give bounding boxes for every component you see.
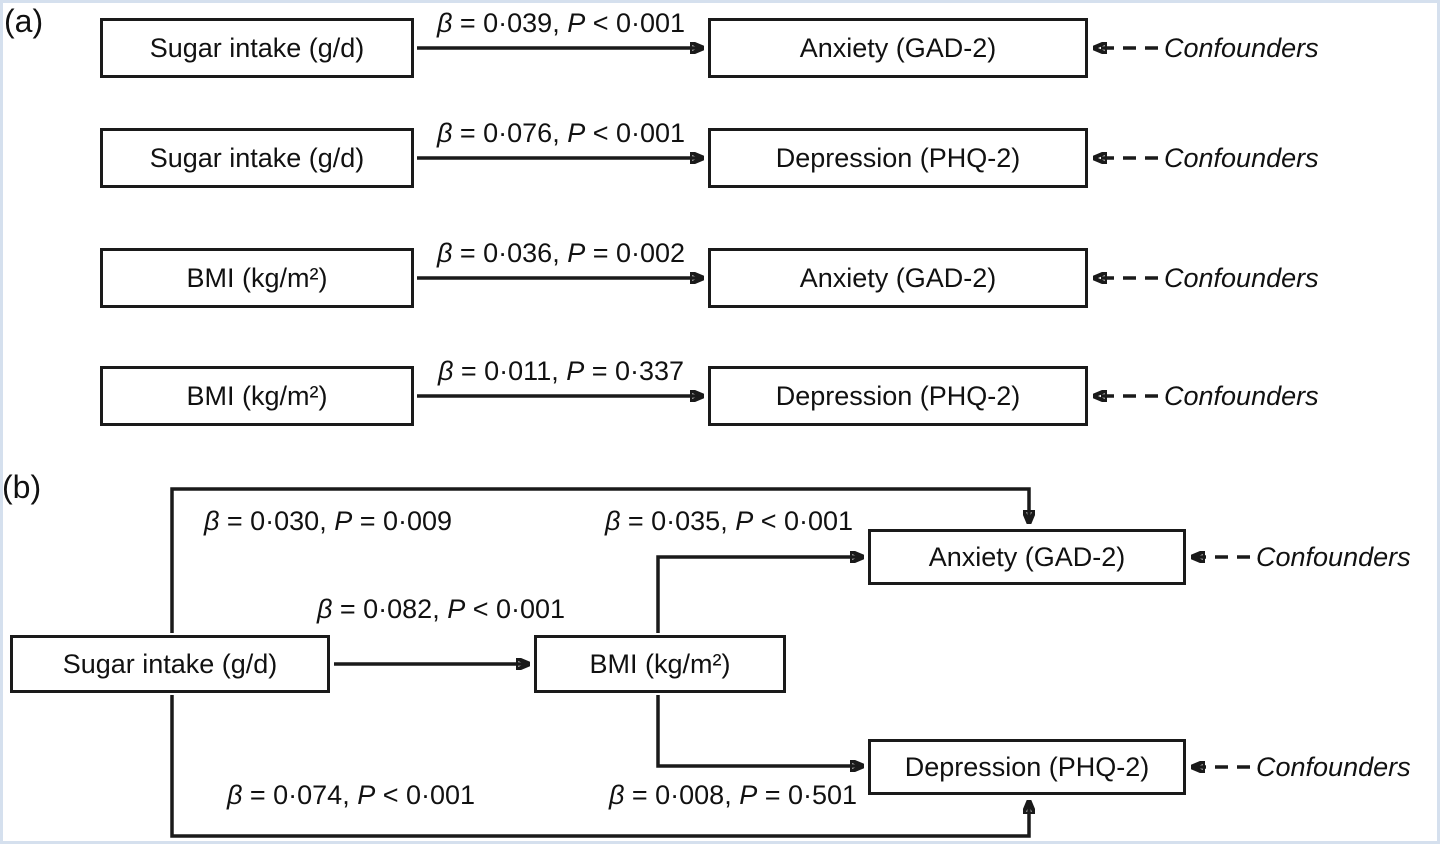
confounders-b-anxiety-label: Confounders <box>1256 542 1411 572</box>
stat-a4: β = 0·011, P = 0·337 <box>437 356 685 386</box>
confounders-a2-label: Confounders <box>1164 143 1319 173</box>
stat-a3: β = 0·036, P = 0·002 <box>436 238 686 268</box>
node-a2-depression: Depression (PHQ-2) <box>708 128 1088 188</box>
stat-b-bmi-anxiety: β = 0·035, P < 0·001 <box>604 506 854 536</box>
arrow-b-sugar-to-anxiety-direct <box>170 487 1029 633</box>
confounders-b-depression-label: Confounders <box>1256 752 1411 782</box>
node-b-anxiety: Anxiety (GAD-2) <box>868 529 1186 585</box>
panel-a-label: (a) <box>4 3 44 39</box>
node-a2-sugar-intake: Sugar intake (g/d) <box>100 128 414 188</box>
stat-b-sugar-depression: β = 0·074, P < 0·001 <box>226 780 476 810</box>
node-b-depression: Depression (PHQ-2) <box>868 739 1186 795</box>
stat-b-bmi-depression: β = 0·008, P = 0·501 <box>608 780 858 810</box>
node-a3-bmi: BMI (kg/m²) <box>100 248 414 308</box>
stat-b-sugar-bmi: β = 0·082, P < 0·001 <box>316 594 566 624</box>
node-b-sugar-intake: Sugar intake (g/d) <box>10 635 330 693</box>
arrow-b-bmi-to-anxiety <box>656 557 863 633</box>
confounders-a4-label: Confounders <box>1164 381 1319 411</box>
node-a4-depression: Depression (PHQ-2) <box>708 366 1088 426</box>
stat-b-sugar-anxiety: β = 0·030, P = 0·009 <box>203 506 453 536</box>
node-a1-anxiety: Anxiety (GAD-2) <box>708 18 1088 78</box>
node-a4-bmi: BMI (kg/m²) <box>100 366 414 426</box>
node-b-bmi: BMI (kg/m²) <box>534 635 786 693</box>
stat-a1: β = 0·039, P < 0·001 <box>436 8 686 38</box>
node-a1-sugar-intake: Sugar intake (g/d) <box>100 18 414 78</box>
arrow-b-sugar-to-depression-direct <box>170 695 1029 838</box>
confounders-a3-label: Confounders <box>1164 263 1319 293</box>
panel-b-label: (b) <box>2 469 42 505</box>
confounders-a1-label: Confounders <box>1164 33 1319 63</box>
node-a3-anxiety: Anxiety (GAD-2) <box>708 248 1088 308</box>
arrow-b-bmi-to-depression <box>656 695 863 766</box>
stat-a2: β = 0·076, P < 0·001 <box>436 118 686 148</box>
